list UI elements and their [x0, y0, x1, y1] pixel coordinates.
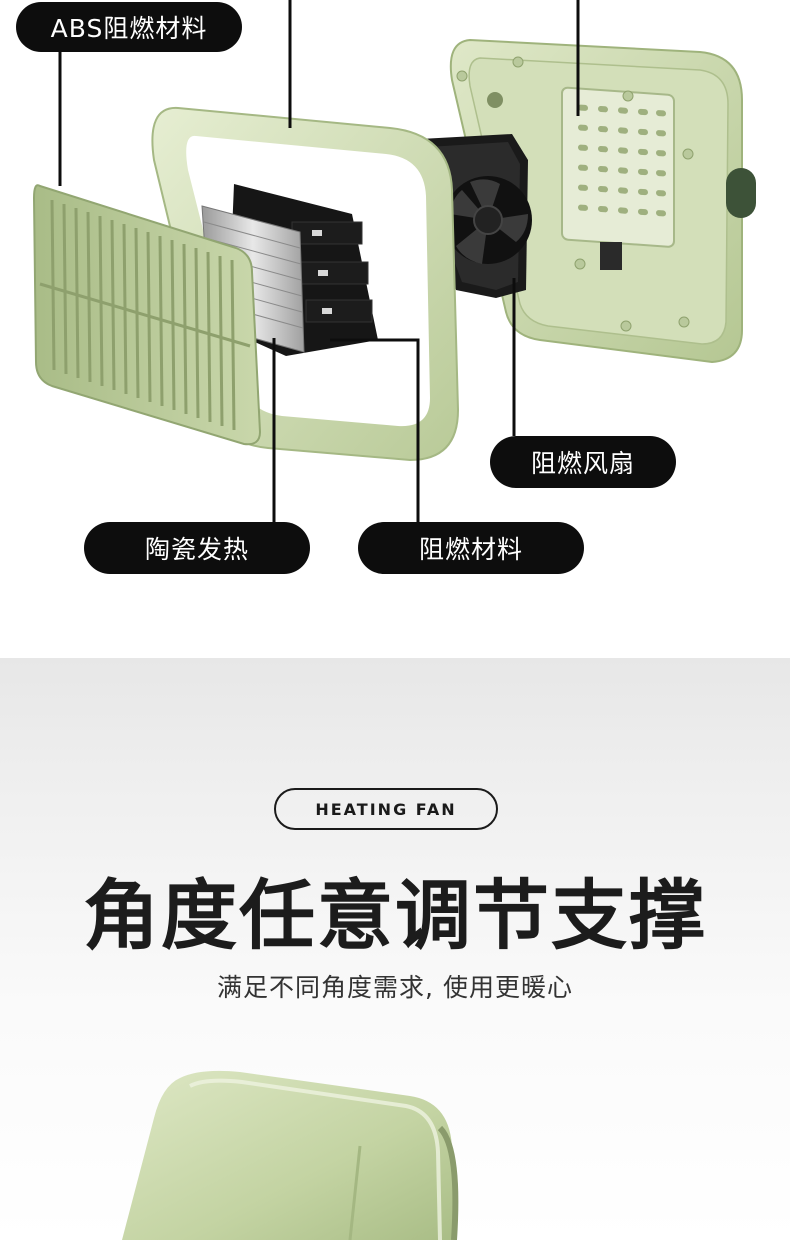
label-flame-retardant-fan: 阻燃风扇: [490, 436, 676, 488]
label-abs-material: ABS阻燃材料: [16, 2, 242, 52]
callout-lines: [58, 0, 580, 522]
exploded-view-section: ABS阻燃材料 阻燃风扇 陶瓷发热 阻燃材料: [16, 0, 756, 574]
label-flame-retardant-material: 阻燃材料: [358, 522, 584, 574]
feature-headline: 角度任意调节支撑: [83, 871, 707, 960]
angle-adjust-section: HEATING FAN 角度任意调节支撑 满足不同角度需求, 使用更暖心: [0, 658, 790, 1240]
label-ceramic-heating: 陶瓷发热: [84, 522, 310, 574]
exploded-product-diagram: [32, 0, 756, 522]
feature-subline: 满足不同角度需求, 使用更暖心: [217, 973, 573, 1002]
front-grille: [32, 184, 262, 446]
heating-fan-badge: HEATING FAN: [274, 788, 498, 830]
heater-product-image: [122, 1070, 459, 1240]
